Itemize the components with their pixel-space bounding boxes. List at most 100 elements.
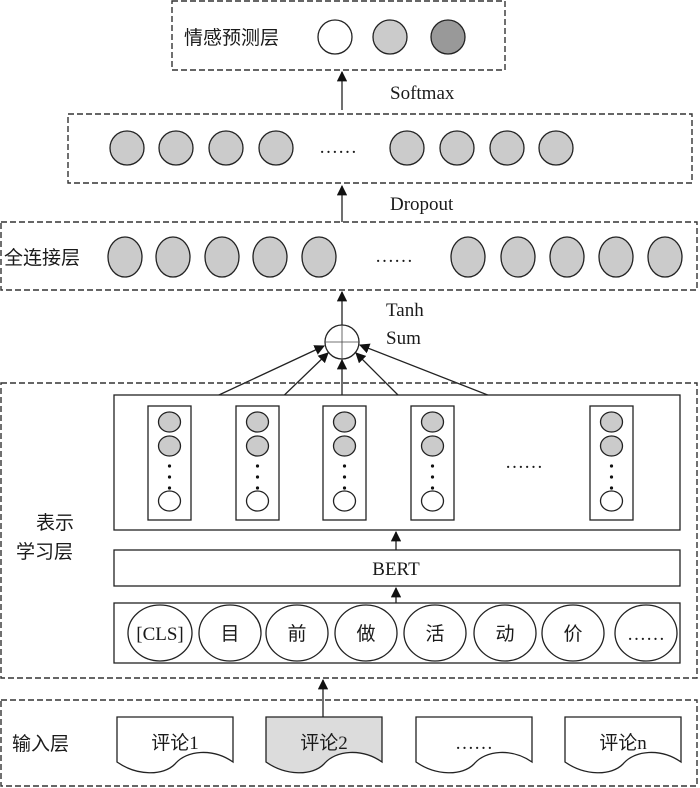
token-circle (403, 604, 467, 662)
dropout-node (258, 130, 294, 166)
softmax-label: Softmax (390, 83, 455, 104)
dropout-ellipsis: …… (319, 137, 357, 158)
sum-node (324, 324, 360, 360)
vertical-dot (342, 486, 347, 490)
hidden-node (157, 435, 182, 457)
fc-layer-label: 全连接层 (4, 247, 80, 269)
document-label: 评论n (599, 732, 647, 754)
hidden-columns-ellipsis: …… (505, 452, 543, 473)
dropout-node (109, 130, 145, 166)
bert-box (113, 549, 681, 587)
representation-label-line1: 表示 (36, 512, 74, 534)
vertical-dot (255, 464, 260, 468)
output-node-white (317, 19, 353, 55)
hidden-states-box (113, 394, 681, 531)
token-circle (198, 604, 262, 662)
representation-label-line2: 学习层 (16, 541, 73, 563)
vertical-dot (167, 486, 172, 490)
vertical-dot (609, 486, 614, 490)
hidden-state-column (589, 405, 634, 521)
input-layer-box (0, 699, 698, 787)
token-label: 价 (563, 624, 582, 645)
document-shape (564, 716, 682, 774)
hidden-node (332, 435, 357, 457)
review-document: 评论1 (116, 716, 234, 774)
dropout-node (439, 130, 475, 166)
token-label: 做 (356, 623, 375, 645)
review-documents: 评论1 评论2 …… 评论n (116, 716, 682, 774)
document-label: 评论1 (151, 732, 199, 754)
vertical-dot (167, 464, 172, 468)
output-nodes (317, 19, 466, 55)
vertical-dot (430, 475, 435, 479)
hidden-node (332, 490, 357, 512)
representation-layer-box (0, 382, 698, 679)
vertical-dot (342, 475, 347, 479)
tanh-label: Tanh (386, 300, 424, 321)
fc-ellipsis: …… (375, 246, 413, 267)
token-circle (334, 604, 398, 662)
token-label: [CLS] (136, 624, 184, 645)
hidden-node (245, 490, 270, 512)
token: [CLS] (127, 604, 193, 662)
fc-node (450, 236, 486, 278)
review-document: 评论n (564, 716, 682, 774)
hidden-node (420, 411, 445, 433)
token: 做 (334, 604, 398, 662)
fc-node (647, 236, 683, 278)
hidden-state-column (322, 405, 367, 521)
token: 动 (473, 604, 537, 662)
hidden-node (599, 490, 624, 512)
review-document: …… (415, 716, 533, 774)
token-circle (265, 604, 329, 662)
vertical-dot (255, 475, 260, 479)
hidden-node (332, 411, 357, 433)
token-label: 前 (287, 623, 306, 645)
hidden-node (599, 435, 624, 457)
hidden-state-column (147, 405, 192, 521)
fc-node (155, 236, 191, 278)
document-label: …… (455, 733, 493, 754)
fc-node (598, 236, 634, 278)
bert-label: BERT (372, 559, 420, 580)
fc-node (301, 236, 337, 278)
vertical-dot (430, 486, 435, 490)
vertical-dot (430, 464, 435, 468)
dropout-node (158, 130, 194, 166)
output-node-gray (372, 19, 408, 55)
token-circle (473, 604, 537, 662)
fc-node (107, 236, 143, 278)
fc-node (204, 236, 240, 278)
output-layer-box (171, 0, 506, 71)
hidden-node (157, 490, 182, 512)
vertical-dot (255, 486, 260, 490)
token-label: 动 (495, 623, 514, 645)
document-shape (116, 716, 234, 774)
dropout-node (489, 130, 525, 166)
dropout-layer-box (67, 113, 693, 184)
review-document: 评论2 (265, 716, 383, 774)
vertical-dot (609, 475, 614, 479)
token: …… (614, 604, 678, 662)
hidden-state-column (235, 405, 280, 521)
fc-node (500, 236, 536, 278)
document-shape (265, 716, 383, 774)
input-layer: 输入层 评论1 评论2 …… 评论n (0, 699, 698, 787)
dropout-node (208, 130, 244, 166)
hidden-state-columns (147, 405, 634, 521)
hidden-node (420, 490, 445, 512)
document-shape (415, 716, 533, 774)
input-layer-label: 输入层 (12, 733, 69, 755)
token: 前 (265, 604, 329, 662)
hidden-node (157, 411, 182, 433)
token-label: …… (627, 624, 665, 645)
hidden-node (245, 435, 270, 457)
fc-node (252, 236, 288, 278)
representation-layer: 表示 学习层 …… BERT [CLS]目前做活动价…… (0, 382, 698, 679)
output-node-dark (430, 19, 466, 55)
hidden-node (420, 435, 445, 457)
vertical-dot (167, 475, 172, 479)
token-circle (541, 604, 605, 662)
output-layer-label: 情感预测层 (184, 27, 279, 49)
token: 价 (541, 604, 605, 662)
